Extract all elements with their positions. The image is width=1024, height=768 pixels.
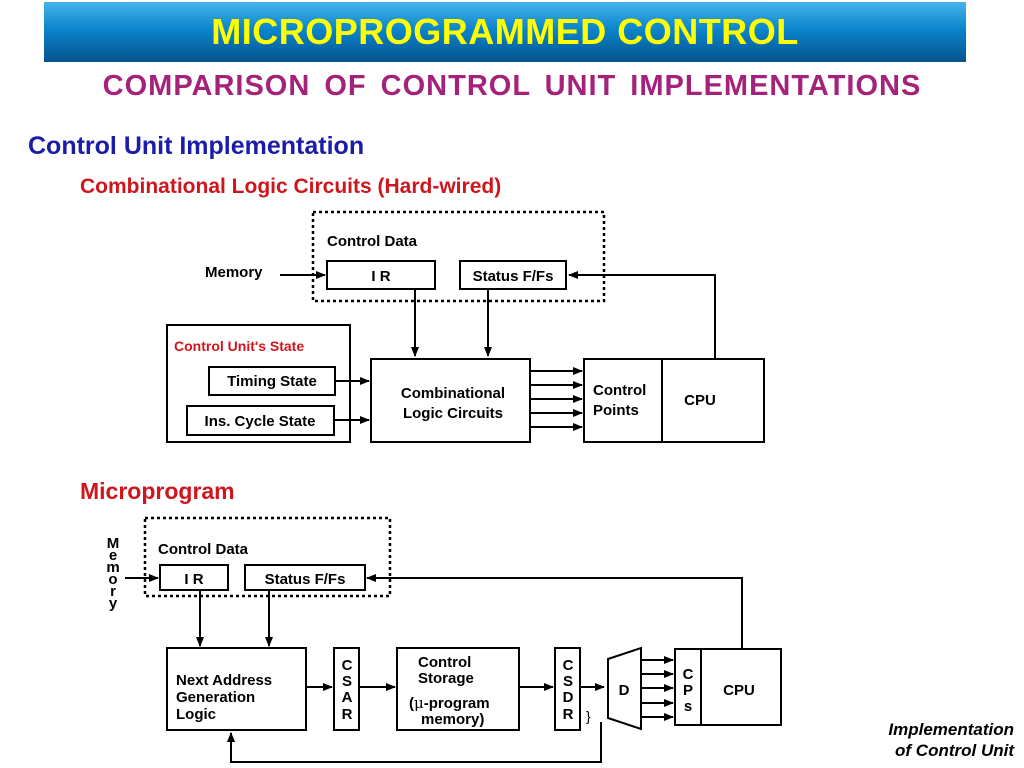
micro-cpu-box	[674, 648, 782, 726]
logic-to-control-points-arrows	[530, 367, 583, 431]
svg-text:M: M	[107, 535, 120, 552]
svg-text:r: r	[110, 583, 116, 600]
csdr-label: C S D R	[563, 657, 574, 723]
svg-text:C: C	[683, 666, 694, 683]
section-heading: Control Unit Implementation	[28, 132, 365, 160]
timing-state-label: Timing State	[227, 373, 317, 390]
control-storage-box	[396, 647, 520, 731]
csar-box	[333, 647, 360, 731]
cpu-box	[583, 358, 765, 443]
decoder-shape	[607, 646, 642, 731]
control-points-label-1: Control	[593, 382, 646, 399]
ir-label: I R	[371, 268, 390, 285]
csdr-box	[554, 647, 581, 731]
control-data-label: Control Data	[327, 233, 418, 250]
combinational-logic-label-1: Combinational	[401, 385, 505, 402]
svg-text:C: C	[563, 657, 574, 674]
svg-text:R: R	[342, 706, 353, 723]
slide-subtitle: COMPARISON OF CONTROL UNIT IMPLEMENTATIO…	[102, 70, 922, 102]
ir-box	[326, 260, 436, 290]
control-storage-label-2: Storage	[418, 670, 474, 687]
svg-text:o: o	[108, 571, 117, 588]
svg-text:P: P	[683, 682, 693, 699]
cpu-to-status-feedback-arrow	[568, 271, 716, 359]
control-storage-label-3: (μ-program	[409, 694, 490, 712]
svg-text:y: y	[109, 595, 118, 612]
cpu-label: CPU	[684, 392, 716, 409]
svg-text:S: S	[342, 673, 352, 690]
microprogram-heading: Microprogram	[80, 478, 235, 504]
cps-label: C P s	[683, 666, 694, 715]
caption-line-2: of Control Unit	[895, 741, 1014, 760]
csar-label: C S A R	[342, 657, 353, 723]
decoder-to-cps-arrows	[641, 656, 674, 721]
micro-ir-label: I R	[184, 571, 203, 588]
micro-status-ffs-box	[244, 564, 366, 591]
combinational-logic-box	[370, 358, 531, 443]
micro-control-data-box	[143, 516, 392, 598]
nag-label-3: Logic	[176, 706, 216, 723]
hardwired-heading: Combinational Logic Circuits (Hard-wired…	[80, 175, 502, 198]
svg-text:D: D	[563, 689, 574, 706]
status-ffs-box	[459, 260, 567, 290]
decoder-label: D	[619, 682, 630, 699]
title-bar: MICROPROGRAMMED CONTROL	[44, 2, 966, 62]
csdr-to-nag-feedback-arrow	[227, 722, 602, 763]
micro-cpu-label: CPU	[723, 682, 755, 699]
caption: Implementation of Control Unit	[888, 719, 1014, 761]
svg-text:C: C	[342, 657, 353, 674]
control-points-label-2: Points	[593, 402, 639, 419]
micro-ir-box	[159, 564, 229, 591]
combinational-logic-label-2: Logic Circuits	[403, 405, 503, 422]
svg-text:e: e	[109, 547, 117, 564]
svg-text:A: A	[342, 689, 353, 706]
nag-label-2: Generation	[176, 689, 255, 706]
control-data-box	[311, 210, 606, 303]
csdr-brace: }	[586, 708, 591, 724]
nag-label-1: Next Address	[176, 672, 272, 689]
micro-memory-label: M e m o r y	[106, 535, 119, 612]
svg-text:S: S	[563, 673, 573, 690]
micro-status-ffs-label: Status F/Fs	[265, 571, 346, 588]
next-address-generation-box	[166, 647, 307, 731]
slide-title: MICROPROGRAMMED CONTROL	[211, 11, 799, 52]
control-storage-label-4: memory)	[421, 711, 484, 728]
svg-text:s: s	[684, 698, 692, 715]
control-storage-label-1: Control	[418, 654, 471, 671]
micro-control-data-label: Control Data	[158, 541, 249, 558]
svg-text:R: R	[563, 706, 574, 723]
svg-text:m: m	[106, 559, 119, 576]
status-ffs-label: Status F/Fs	[473, 268, 554, 285]
control-unit-state-box	[166, 324, 351, 443]
caption-line-1: Implementation	[888, 720, 1014, 739]
memory-label: Memory	[205, 264, 263, 281]
timing-state-box	[208, 366, 336, 396]
ins-cycle-state-label: Ins. Cycle State	[205, 413, 316, 430]
control-unit-state-label: Control Unit's State	[174, 338, 304, 354]
ins-cycle-state-box	[186, 405, 335, 436]
micro-cpu-to-status-feedback-arrow	[366, 574, 743, 649]
